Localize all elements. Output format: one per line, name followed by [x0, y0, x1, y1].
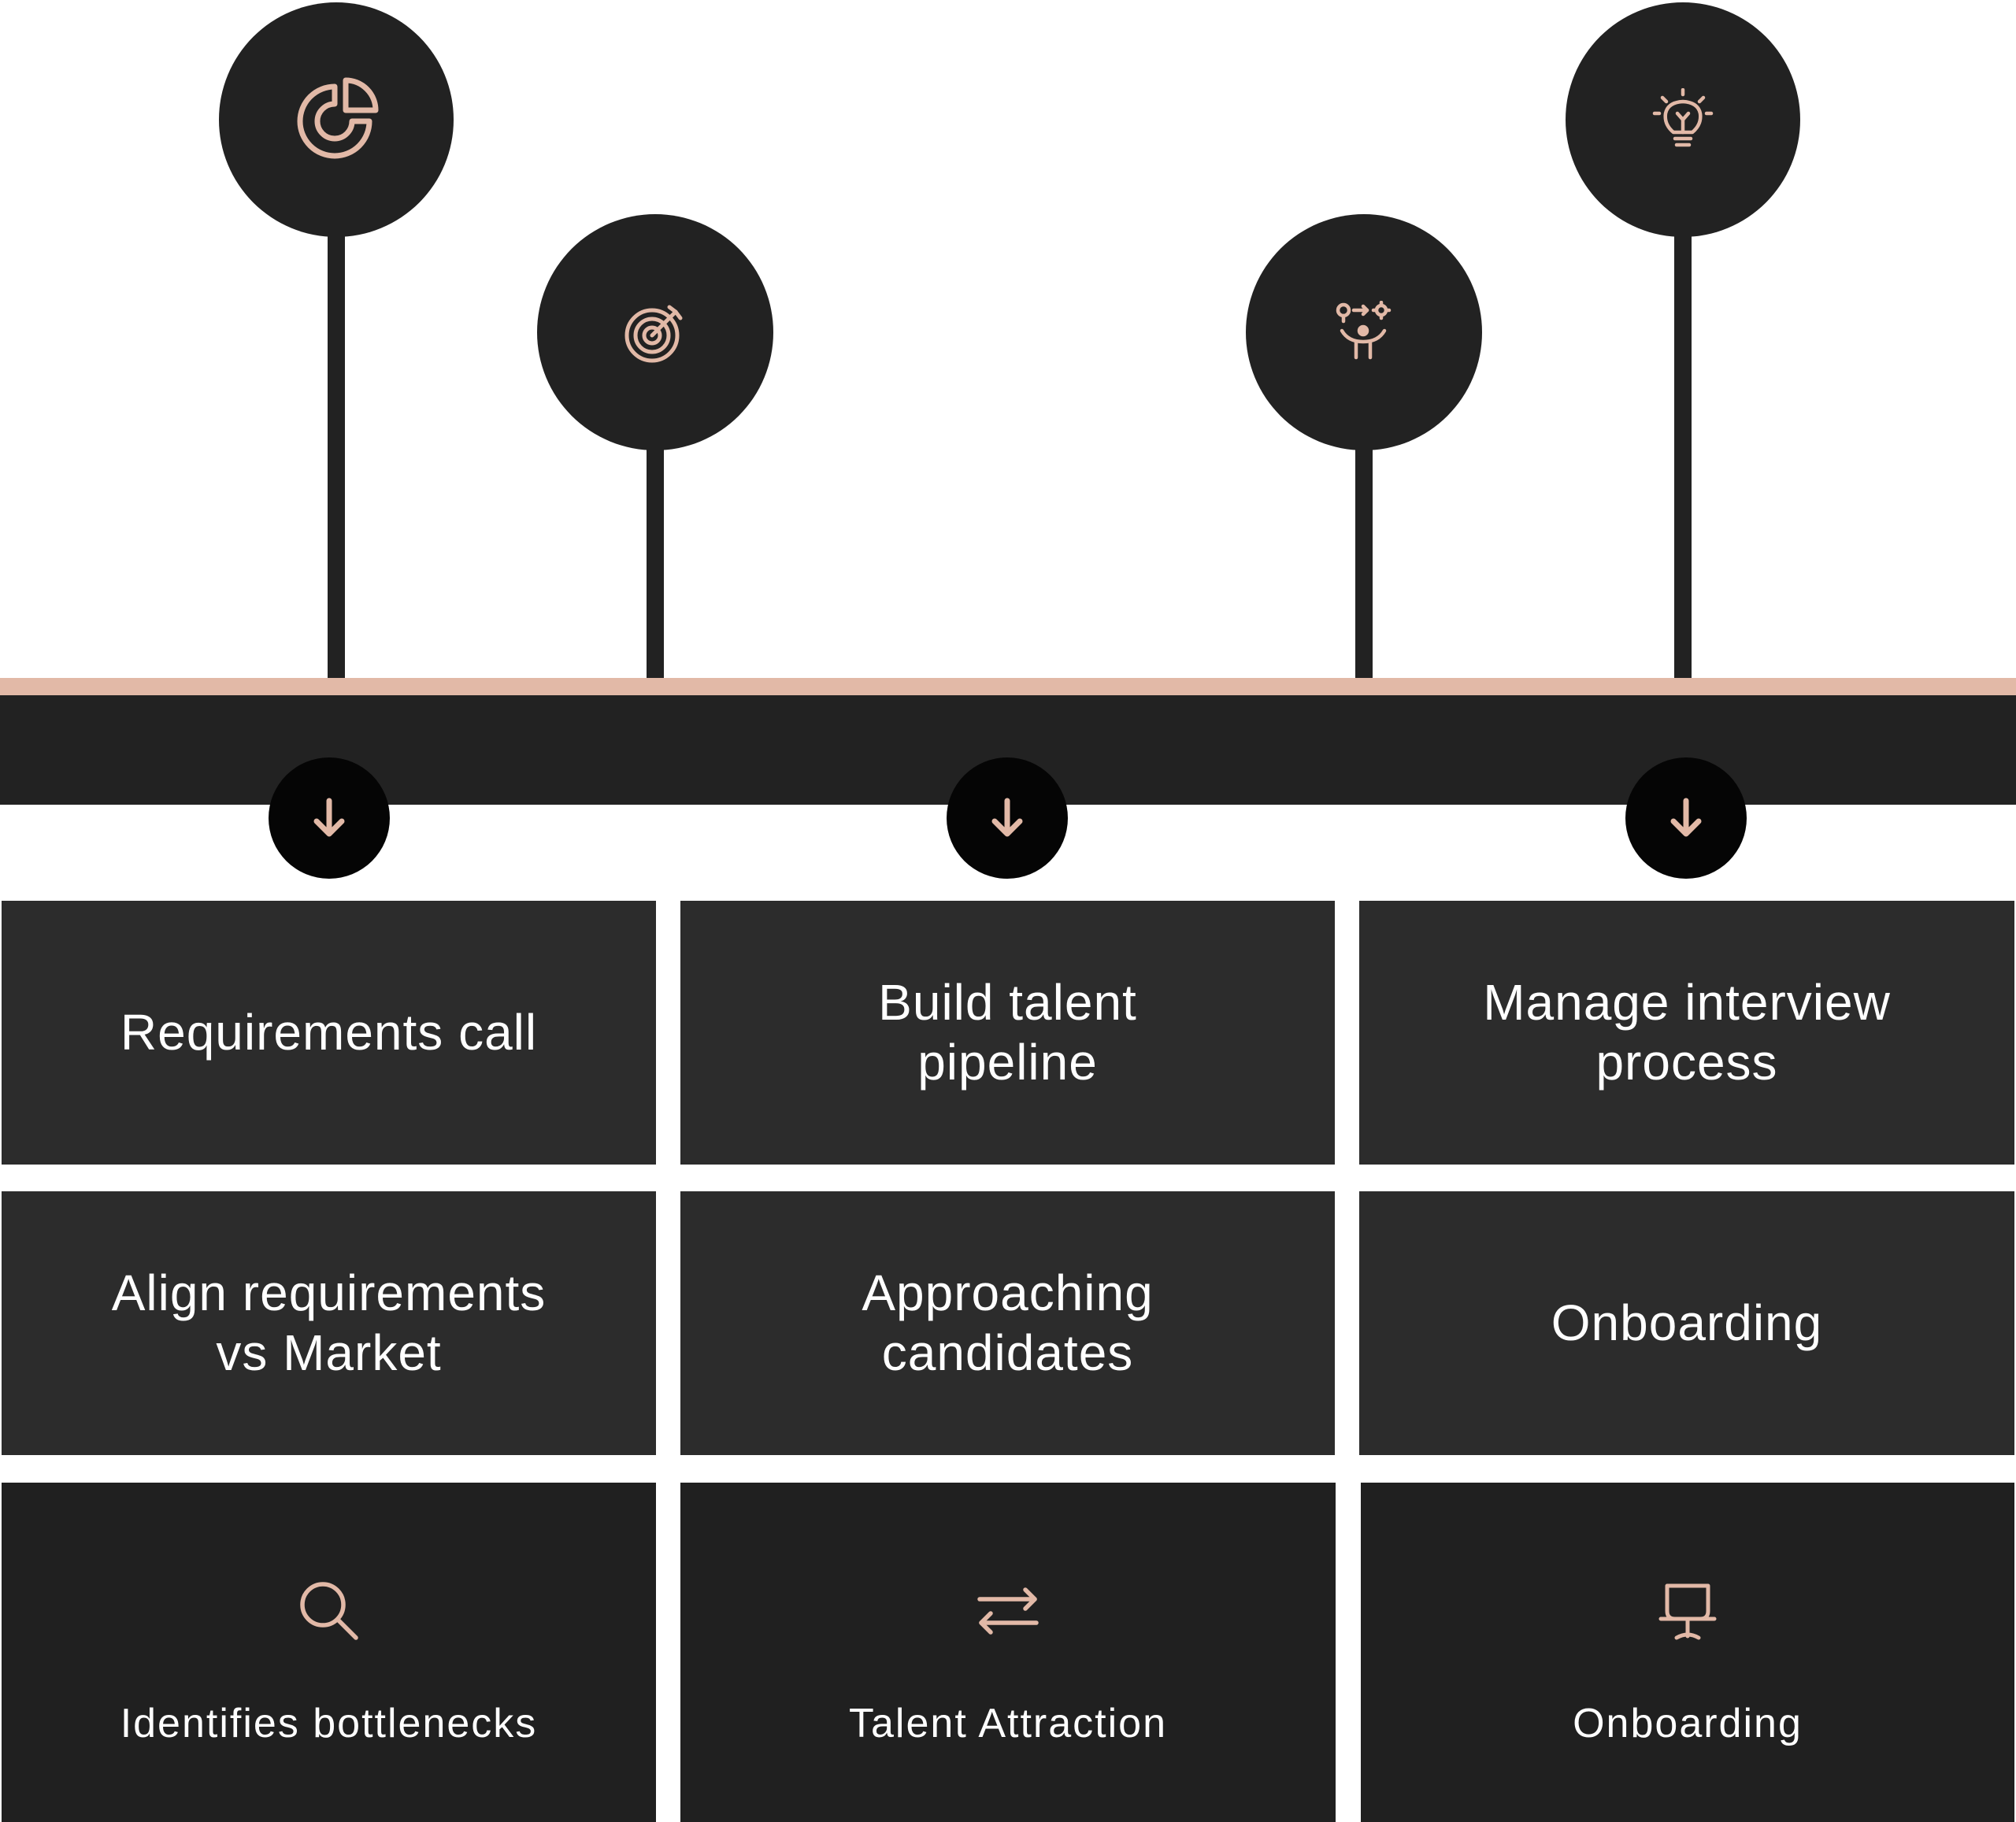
milestone-stem-4: [1674, 228, 1692, 679]
footer-card-identifies-bottlenecks: Identifies bottlenecks: [2, 1483, 656, 1822]
step-box-manage-interview-process: Manage interview process: [1359, 901, 2014, 1165]
step-label: Build talent pipeline: [878, 973, 1137, 1091]
arrow-down-icon: [984, 794, 1031, 842]
step-label: Approaching candidates: [862, 1264, 1154, 1381]
step-box-requirements-call: Requirements call: [2, 901, 656, 1165]
search-icon: [298, 1576, 361, 1646]
step-label: Manage interview process: [1483, 973, 1891, 1091]
step-box-build-talent-pipeline: Build talent pipeline: [680, 901, 1335, 1165]
step-label: Align requirements vs Market: [111, 1264, 547, 1381]
footer-label: Identifies bottlenecks: [120, 1701, 538, 1746]
footer-card-onboarding: Onboarding: [1361, 1483, 2014, 1822]
arrow-badge-1: [269, 757, 390, 879]
process-person-icon: [1332, 301, 1395, 364]
milestone-stem-2: [647, 441, 664, 679]
milestone-4: [1566, 2, 1800, 237]
target-icon: [624, 301, 687, 364]
footer-card-talent-attraction: Talent Attraction: [680, 1483, 1336, 1822]
step-box-approaching-candidates: Approaching candidates: [680, 1191, 1335, 1455]
milestone-2: [537, 214, 773, 450]
arrow-down-icon: [306, 794, 353, 842]
timeline-accent-line: [0, 678, 2016, 695]
step-label: Requirements call: [120, 1003, 538, 1061]
arrow-down-icon: [1662, 794, 1710, 842]
footer-label: Onboarding: [1573, 1701, 1803, 1746]
step-label: Onboarding: [1551, 1294, 1823, 1351]
milestone-3: [1246, 214, 1482, 450]
arrow-badge-2: [947, 757, 1068, 879]
step-box-onboarding: Onboarding: [1359, 1191, 2014, 1455]
presentation-board-icon: [1656, 1576, 1719, 1646]
footer-label: Talent Attraction: [849, 1701, 1167, 1746]
swap-arrows-icon: [975, 1576, 1041, 1646]
pie-chart-icon: [289, 72, 384, 167]
milestone-stem-1: [328, 228, 345, 679]
step-box-align-requirements: Align requirements vs Market: [2, 1191, 656, 1455]
milestone-1: [219, 2, 454, 237]
milestone-stem-3: [1355, 441, 1373, 679]
arrow-badge-3: [1625, 757, 1747, 879]
lightbulb-icon: [1651, 88, 1714, 151]
